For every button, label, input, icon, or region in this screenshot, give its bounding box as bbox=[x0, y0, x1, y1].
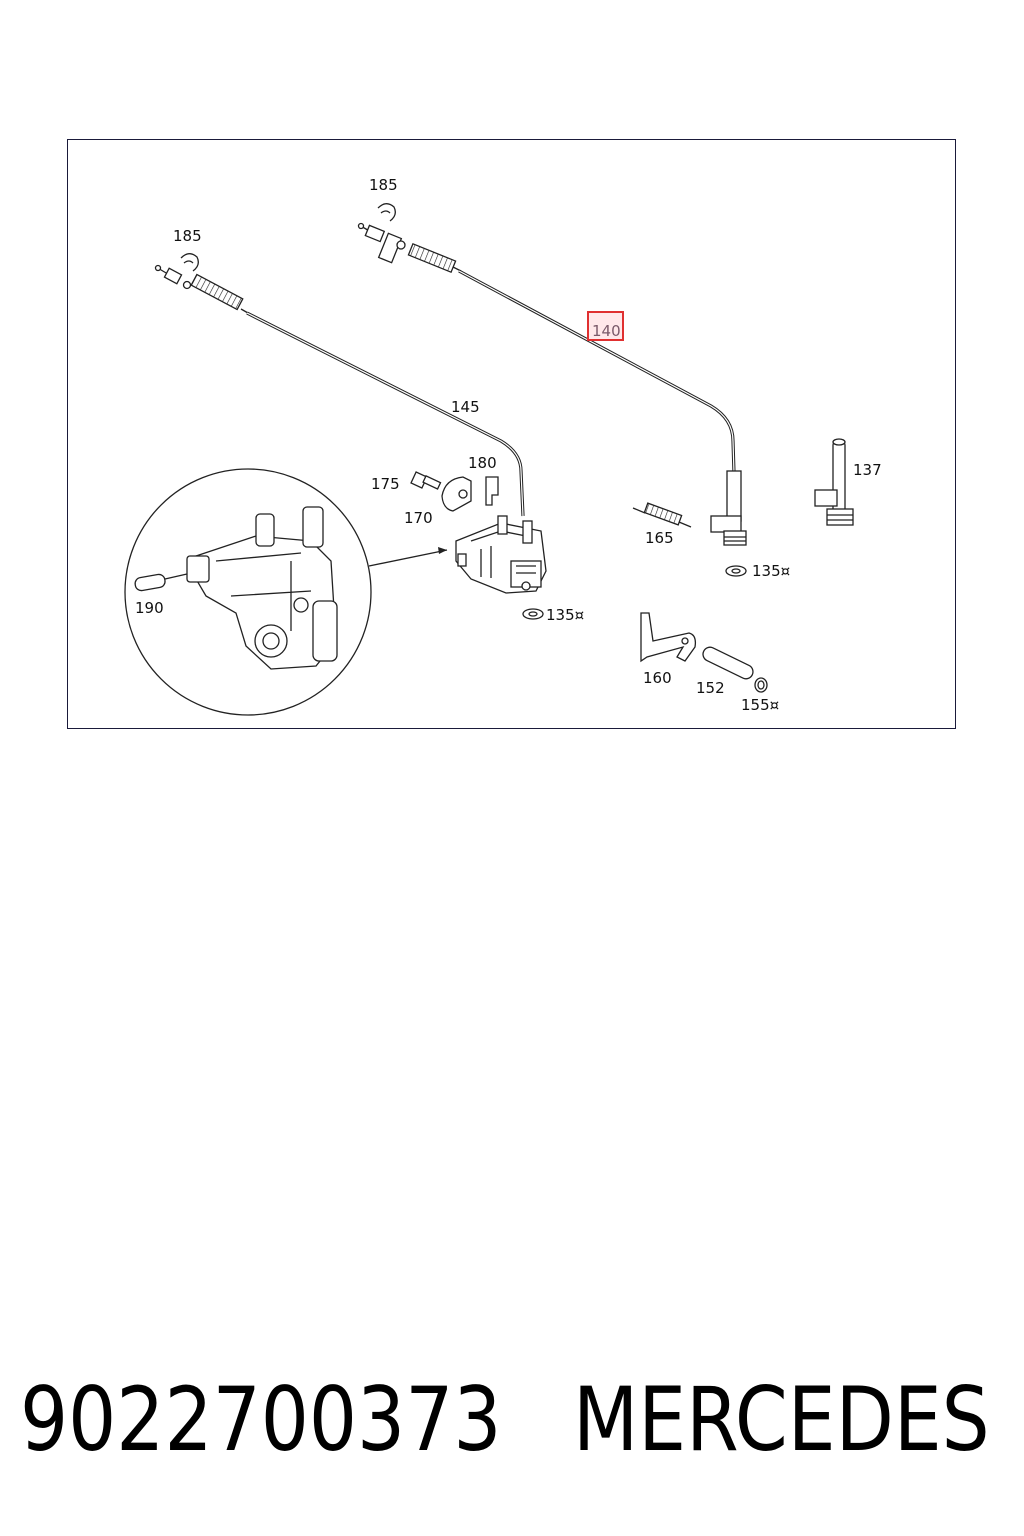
callout-185-left: 185 bbox=[173, 227, 202, 245]
detail-arrow bbox=[368, 547, 448, 567]
callout-170: 170 bbox=[404, 509, 433, 527]
callout-160: 160 bbox=[643, 669, 672, 687]
callout-180: 180 bbox=[468, 454, 497, 472]
washer-135-right bbox=[725, 565, 747, 577]
callout-135-left: 135¤ bbox=[546, 606, 584, 624]
callout-140[interactable]: 140 bbox=[592, 322, 621, 340]
part-180-bracket bbox=[485, 476, 499, 506]
part-170-lever bbox=[441, 476, 472, 512]
callout-137: 137 bbox=[853, 461, 882, 479]
washer-135-left bbox=[522, 608, 544, 620]
cable-145 bbox=[154, 264, 525, 517]
brand-name: MERCEDES bbox=[573, 1368, 990, 1471]
callout-152: 152 bbox=[696, 679, 725, 697]
clip-185-left bbox=[180, 253, 199, 272]
part-number: 9022700373 bbox=[20, 1368, 502, 1471]
part-152-pin bbox=[702, 646, 754, 680]
product-caption: 9022700373 MERCEDES bbox=[0, 1360, 1024, 1480]
part-137-sensor bbox=[814, 438, 854, 526]
part-155-ring bbox=[754, 677, 768, 693]
callout-135-right: 135¤ bbox=[752, 562, 790, 580]
part-160-bracket bbox=[640, 612, 697, 663]
part-175-bolt bbox=[410, 471, 442, 490]
clip-185-right bbox=[377, 203, 396, 222]
callout-185-right: 185 bbox=[369, 176, 398, 194]
highlight-box-140 bbox=[587, 311, 624, 341]
callout-145: 145 bbox=[451, 398, 480, 416]
detail-view bbox=[124, 468, 372, 716]
actuator-assembly bbox=[455, 515, 547, 594]
cable-140 bbox=[357, 222, 747, 546]
part-165-spring bbox=[632, 502, 692, 528]
callout-155: 155¤ bbox=[741, 696, 779, 714]
callout-175: 175 bbox=[371, 475, 400, 493]
callout-165: 165 bbox=[645, 529, 674, 547]
callout-190: 190 bbox=[135, 599, 164, 617]
parts-diagram: 185 185 140 145 180 175 170 137 165 135¤… bbox=[67, 139, 956, 729]
exploded-view-drawing: 185 185 140 145 180 175 170 137 165 135¤… bbox=[124, 176, 882, 716]
